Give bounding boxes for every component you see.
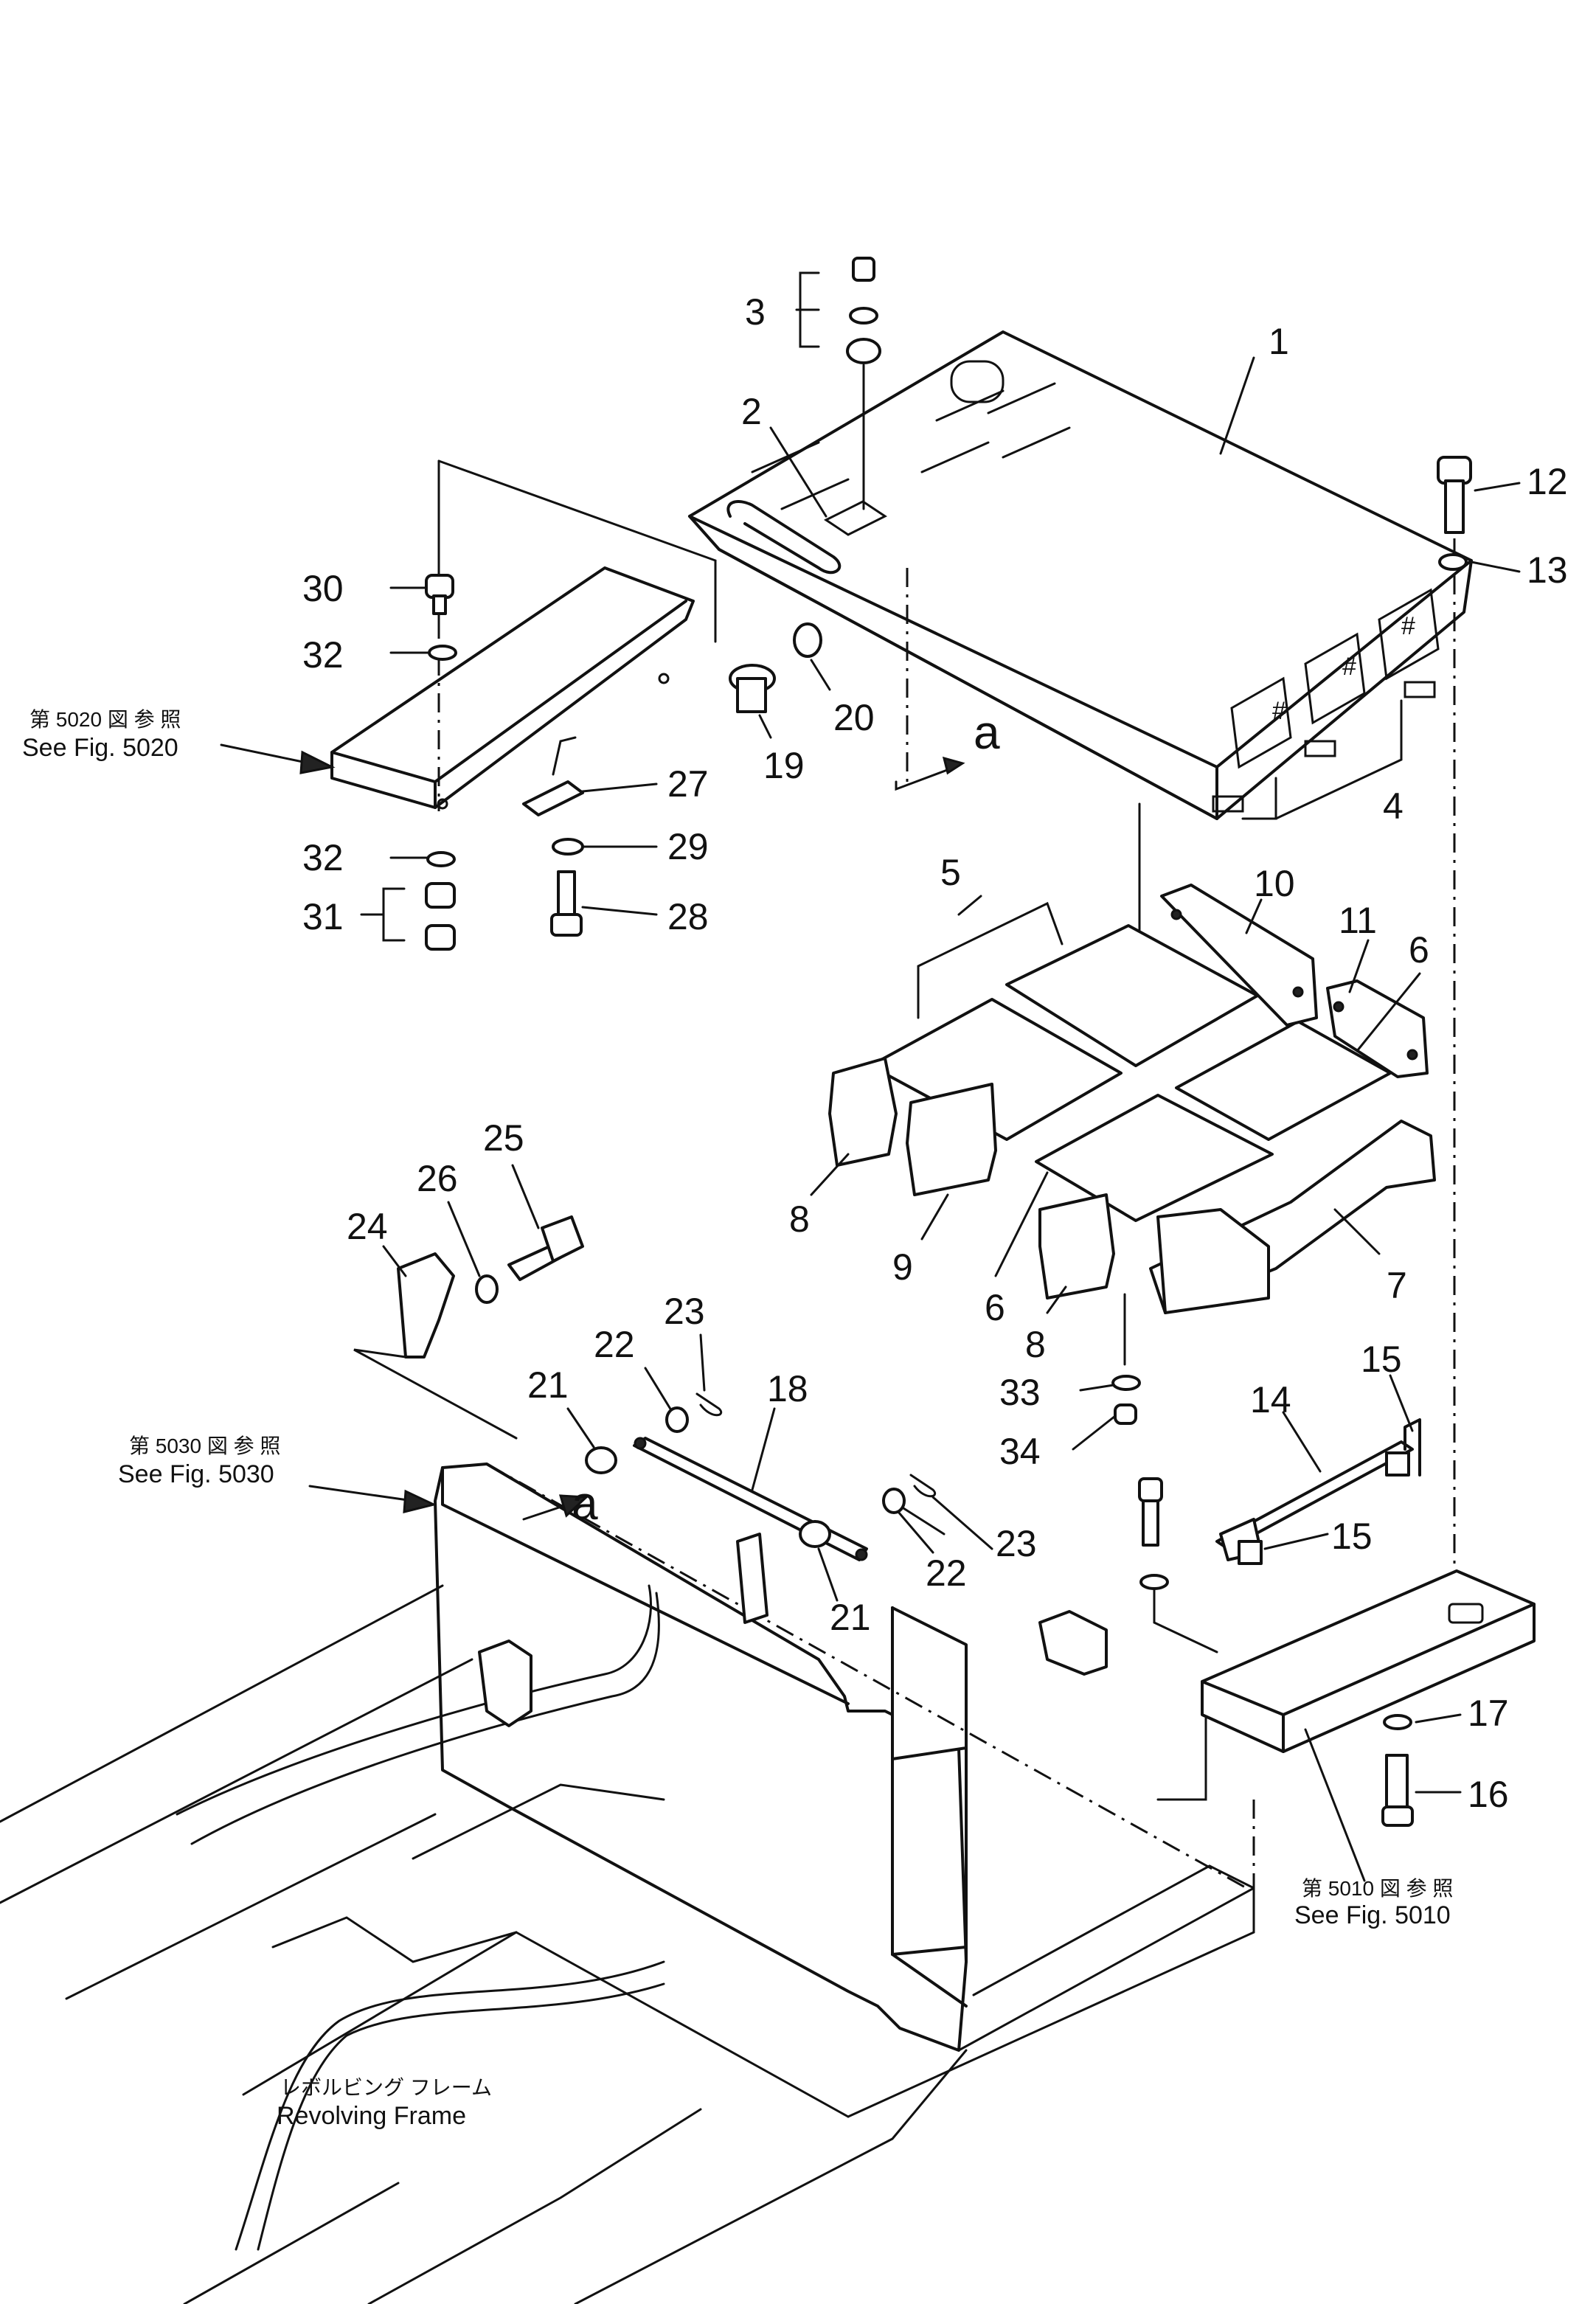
label-part-15-b: 15 <box>1331 1516 1373 1557</box>
bolt-12 <box>1437 456 1472 534</box>
label-part-28: 28 <box>667 896 709 937</box>
label-part-29: 29 <box>667 826 709 867</box>
label-part-26: 26 <box>417 1158 458 1199</box>
label-part-11: 11 <box>1339 900 1377 941</box>
svg-text:#: # <box>1401 612 1415 640</box>
label-part-7: 7 <box>1387 1265 1407 1306</box>
label-part-16: 16 <box>1468 1774 1509 1815</box>
part-number-labels: 1 2 3 4 5 6 6 7 8 8 9 10 11 12 13 14 15 … <box>302 291 1568 1815</box>
label-part-32-b: 32 <box>302 837 344 878</box>
label-part-25: 25 <box>483 1117 524 1159</box>
label-part-1: 1 <box>1269 321 1289 362</box>
label-part-21-a: 21 <box>527 1364 569 1406</box>
reference-arrows <box>220 743 589 1521</box>
washer-20 <box>793 622 822 658</box>
bolt-stack-3 <box>846 257 881 510</box>
frame-label-jp: レボルビング フレーム <box>280 2076 492 2099</box>
nut-34 <box>1114 1403 1137 1425</box>
leader-cover-to-hood <box>437 459 717 643</box>
figure-references: 第 5020 図 参 照 See Fig. 5020 第 5030 図 参 照 … <box>22 708 1453 2130</box>
label-part-34: 34 <box>999 1431 1041 1472</box>
label-part-22-a: 22 <box>594 1324 635 1365</box>
left-side-cover <box>330 566 695 816</box>
washer-26 <box>475 1274 499 1304</box>
label-part-10: 10 <box>1254 863 1295 904</box>
label-part-2: 2 <box>741 391 762 432</box>
washer-13 <box>1438 553 1468 571</box>
view-marker-a-frame: a <box>572 1477 598 1530</box>
washer-22-a <box>665 1406 689 1433</box>
label-part-30: 30 <box>302 568 344 609</box>
ref-5010-jp: 第 5010 図 参 照 <box>1302 1877 1453 1900</box>
label-part-27: 27 <box>667 763 709 805</box>
label-part-32-a: 32 <box>302 634 344 676</box>
label-part-13: 13 <box>1527 549 1568 591</box>
bolt-25 <box>507 1215 584 1281</box>
nuts-31 <box>425 882 456 951</box>
bushing-21-b <box>799 1520 831 1548</box>
revolving-frame <box>0 1462 1255 2304</box>
washer-22-b <box>882 1488 906 1514</box>
fastener-30 <box>425 574 454 615</box>
svg-text:#: # <box>1272 697 1286 725</box>
label-part-6-a: 6 <box>1409 929 1429 971</box>
label-part-12: 12 <box>1527 461 1568 502</box>
label-part-22-b: 22 <box>926 1552 967 1594</box>
insulation-panels <box>828 884 1436 1314</box>
label-part-17: 17 <box>1468 1693 1509 1734</box>
washer-33 <box>1111 1375 1141 1391</box>
bushing-21-a <box>585 1446 617 1474</box>
ref-5030-en: See Fig. 5030 <box>118 1460 274 1488</box>
ref-5010-en: See Fig. 5010 <box>1294 1901 1451 1929</box>
ref-5020-jp: 第 5020 図 参 照 <box>30 708 181 731</box>
label-part-23-a: 23 <box>664 1291 705 1332</box>
pin-23-a <box>695 1392 722 1417</box>
label-part-24: 24 <box>347 1206 388 1247</box>
label-part-9: 9 <box>892 1246 913 1288</box>
bolt-28 <box>550 870 583 937</box>
ref-5030-jp: 第 5030 図 参 照 <box>129 1434 280 1457</box>
washer-32-bottom <box>426 851 456 867</box>
bracket-15 <box>1238 1418 1421 1565</box>
bolt-small-15 <box>1138 1477 1163 1547</box>
bolt-16 <box>1381 1754 1414 1827</box>
label-part-4: 4 <box>1383 785 1404 827</box>
label-part-3: 3 <box>745 291 766 333</box>
label-part-20: 20 <box>833 697 875 738</box>
leader-lines <box>360 271 1521 1882</box>
label-part-14: 14 <box>1250 1379 1291 1420</box>
bracket-24 <box>397 1252 455 1359</box>
label-part-18: 18 <box>767 1368 808 1409</box>
label-part-15-a: 15 <box>1361 1339 1402 1380</box>
label-part-8-a: 8 <box>789 1198 810 1240</box>
washer-17 <box>1383 1714 1412 1730</box>
label-part-21-b: 21 <box>830 1597 871 1638</box>
label-part-31: 31 <box>302 896 344 937</box>
label-part-23-b: 23 <box>996 1523 1037 1564</box>
floor-plate <box>1201 1569 1536 1753</box>
pin-19 <box>729 664 776 713</box>
label-part-19: 19 <box>763 745 805 786</box>
label-part-8-b: 8 <box>1025 1324 1046 1365</box>
frame-label-en: Revolving Frame <box>277 2102 466 2130</box>
washer-32-top <box>428 645 457 661</box>
label-part-5: 5 <box>940 852 961 893</box>
washer-29 <box>552 838 584 856</box>
view-marker-a-top: a <box>974 706 1000 759</box>
pin-23-b <box>909 1474 936 1498</box>
label-part-6-b: 6 <box>985 1287 1005 1328</box>
svg-text:#: # <box>1342 653 1356 681</box>
ref-5020-en: See Fig. 5020 <box>22 734 178 762</box>
engine-hood: # # # <box>688 330 1473 820</box>
label-part-33: 33 <box>999 1372 1041 1413</box>
